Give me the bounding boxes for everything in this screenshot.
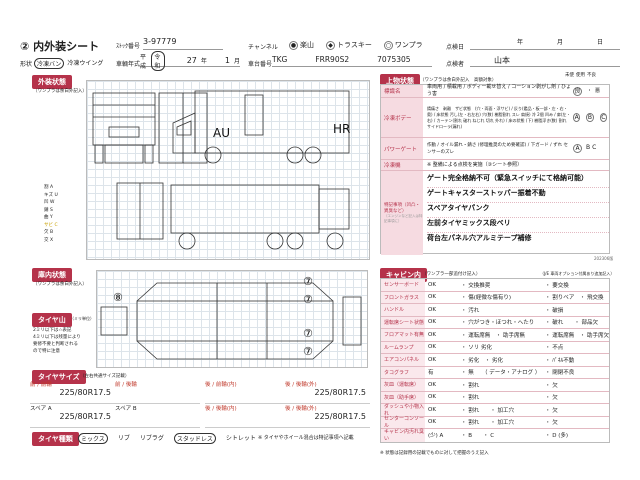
tire-depth-mark: ⑦ bbox=[303, 345, 313, 358]
tire-size-tab: タイヤサイズ bbox=[32, 370, 86, 384]
channel-label: チャンネル bbox=[248, 44, 278, 51]
shape-option-selected[interactable]: 冷凍バン bbox=[34, 58, 65, 69]
cabin-footer: ※ 状態は記録用の記載でものに対して把握のうえ記入 bbox=[380, 451, 489, 456]
cabin-row[interactable]: 灰皿（助手席）OK・ 割れ・ 欠 bbox=[381, 391, 609, 404]
tire-type-option[interactable]: リブ bbox=[117, 435, 130, 442]
tire-size-cell[interactable]: スペア A 225/80R17.5 bbox=[30, 404, 115, 428]
upper-row[interactable]: 冷凍機 ※ 整備による点検を実施（③シート参照） bbox=[381, 160, 609, 171]
channel-option[interactable]: ◆トラスキー bbox=[324, 40, 372, 50]
model-year-label: 車輌年式 bbox=[116, 61, 141, 68]
vehicle-no-field[interactable]: TKG FRR90S2 7075305 bbox=[272, 55, 432, 67]
tire-size-cell[interactable]: 前 / 後輪 bbox=[115, 380, 200, 404]
page-title: ② 内外装シート bbox=[20, 38, 99, 54]
tire-size-cell[interactable]: 後 / 後輪(内) bbox=[205, 404, 285, 428]
tire-size-cell[interactable]: 後 / 後輪(外) 225/80R17.5 bbox=[285, 380, 370, 404]
upper-row[interactable]: パワーゲート 作動 / オイル漏れ・錆さ (修理推奨のため要確認) / 下ガード… bbox=[381, 138, 609, 160]
shape-label: 形状 bbox=[20, 61, 33, 68]
cabin-row[interactable]: タコグラフ有・ 無 （ データ・アナログ ）・ 閉閉不良 bbox=[381, 366, 609, 379]
stock-label: ｽﾄｯｸ番号 bbox=[116, 43, 141, 50]
special-item: 荷台左パネル穴アルミテープ補修 bbox=[427, 234, 532, 242]
special-item: 左前タイヤミックス段ベリ bbox=[427, 218, 609, 233]
special-item: ゲートキャスターストッパー振着不動 bbox=[427, 188, 609, 203]
tire-type-tab: タイヤ種類 bbox=[32, 432, 79, 446]
tire-size-cell[interactable]: 後 / 前輪(内) bbox=[205, 380, 285, 404]
interior-diagram[interactable]: ⑧ ⑦ ⑦ ⑦ ⑦ bbox=[96, 270, 368, 368]
shape-option[interactable]: 冷凍ウイング bbox=[67, 60, 104, 67]
exterior-note: （ワンプラは余白外記入） bbox=[33, 89, 87, 94]
cabin-note-right: （J/E 車両オプション付属あり追加記入） bbox=[540, 271, 615, 276]
tire-type-option[interactable]: リブラグ bbox=[139, 435, 164, 442]
tire-type-options: ミックス リブ リブラグ スタッドレス シトレット bbox=[78, 433, 256, 444]
form-code: 202306版 bbox=[594, 256, 614, 261]
tire-size-cell[interactable]: スペア B bbox=[115, 404, 200, 428]
tire-size-note: （左右共通サイズ記載） bbox=[80, 374, 130, 379]
special-item: スペアタイヤパンク bbox=[427, 203, 609, 218]
tire-type-option-selected[interactable]: ミックス bbox=[78, 433, 108, 444]
tire-size-cell[interactable]: 後 / 後輪(外) 225/80R17.5 bbox=[285, 404, 370, 428]
tire-size-cell[interactable]: 前 / 前輪 225/80R17.5 bbox=[30, 380, 115, 404]
upper-row[interactable]: 冷凍ボデー 錆痛さ 剥離 ザビ状態 (穴・両面・浮サビ) / 反り(鑑品・板一部… bbox=[381, 98, 609, 138]
tire-depth-tab-note: （ミリ単位） bbox=[70, 316, 94, 321]
channel-option[interactable]: ○ワンプラ bbox=[383, 41, 423, 50]
sheet-number: ② bbox=[20, 40, 30, 53]
upper-row[interactable]: 標識名 車両用 / 積載用 / ボディー載せ替え / コーション剥がし剤 / ひ… bbox=[381, 84, 609, 98]
tire-depth-mark: ⑦ bbox=[303, 275, 313, 288]
tire-depth-mark: ⑧ bbox=[113, 291, 123, 304]
tire-depth-notes: 2ミリ以下は☆表記 4ミリ以下は残量により 要修不要と判断される ので特に注意 bbox=[33, 328, 81, 354]
cabin-row[interactable]: キャビン内汚れ臭い(少) A・ B ・ C・ D (多) bbox=[381, 429, 609, 442]
stock-number: 3-97779 bbox=[143, 37, 223, 50]
inspector-field[interactable]: 山本 bbox=[470, 55, 620, 67]
truck-interior-drawing: ⑧ ⑦ ⑦ ⑦ ⑦ bbox=[100, 275, 362, 360]
tire-size-grid: 前 / 前輪 225/80R17.5 前 / 後輪 後 / 前輪(内) 後 / … bbox=[30, 380, 370, 428]
tire-depth-mark: ⑦ bbox=[303, 293, 313, 306]
channel-options: ●楽山 ◆トラスキー ○ワンプラ bbox=[287, 40, 423, 50]
tire-type-option-selected[interactable]: スタッドレス bbox=[173, 433, 216, 444]
inspector-label: 点検者 bbox=[446, 61, 465, 68]
exterior-legend: 割 A キズ U 凹 W 錆 S 曲 Y サビ C 欠 B 交 X bbox=[44, 185, 58, 243]
sheet-title: 内外装シート bbox=[33, 40, 100, 53]
tire-type-option[interactable]: シトレット bbox=[225, 435, 256, 442]
vehicle-no-label: 車台番号 bbox=[248, 61, 273, 68]
upper-col-heads: 未使使用不良 bbox=[565, 73, 596, 78]
interior-note: （ワンプラは余白外記入） bbox=[33, 282, 87, 287]
mark-au: AU bbox=[213, 126, 230, 140]
shape-options: 冷凍バン 冷凍ウイング bbox=[34, 58, 103, 69]
tire-depth-tab: タイヤ山 bbox=[32, 313, 72, 327]
upper-panel: 標識名 車両用 / 積載用 / ボディー載せ替え / コーション剥がし剤 / ひ… bbox=[380, 84, 610, 255]
exterior-tab: 外装状態 bbox=[32, 75, 72, 89]
model-year-field[interactable]: 平成 令和 27 年 1 月 bbox=[140, 50, 240, 71]
mark-hr: HR bbox=[333, 122, 350, 136]
interior-tab: 庫内状態 bbox=[32, 268, 72, 282]
upper-note: （ワンプラは余白外記入 高額対象） bbox=[420, 78, 497, 83]
special-notes[interactable]: 特記事項（凹凸・異臭など） （エンジンなど記入は特記事項に） ゲート完全格納不可… bbox=[381, 171, 609, 255]
truck-exterior-drawing: AU HR bbox=[92, 90, 350, 250]
inspection-date-label: 点検日 bbox=[446, 44, 465, 51]
tire-type-note: ※ タイヤやホイール混合は特記事項へ記載 bbox=[258, 435, 354, 441]
channel-option[interactable]: ●楽山 bbox=[289, 41, 314, 50]
special-item: ゲート完全格納不可（緊急スイッチにて格納可能） bbox=[427, 173, 609, 188]
cabin-note: （ワンプラ一部追付け記入） bbox=[422, 272, 481, 277]
inspection-date-field[interactable]: 年 月 日 bbox=[470, 37, 620, 50]
tire-depth-mark: ⑦ bbox=[303, 327, 313, 340]
exterior-diagram[interactable]: AU HR bbox=[86, 80, 370, 260]
cabin-row[interactable]: 灰皿（運転席）OK・ 割れ・ 欠 bbox=[381, 379, 609, 392]
